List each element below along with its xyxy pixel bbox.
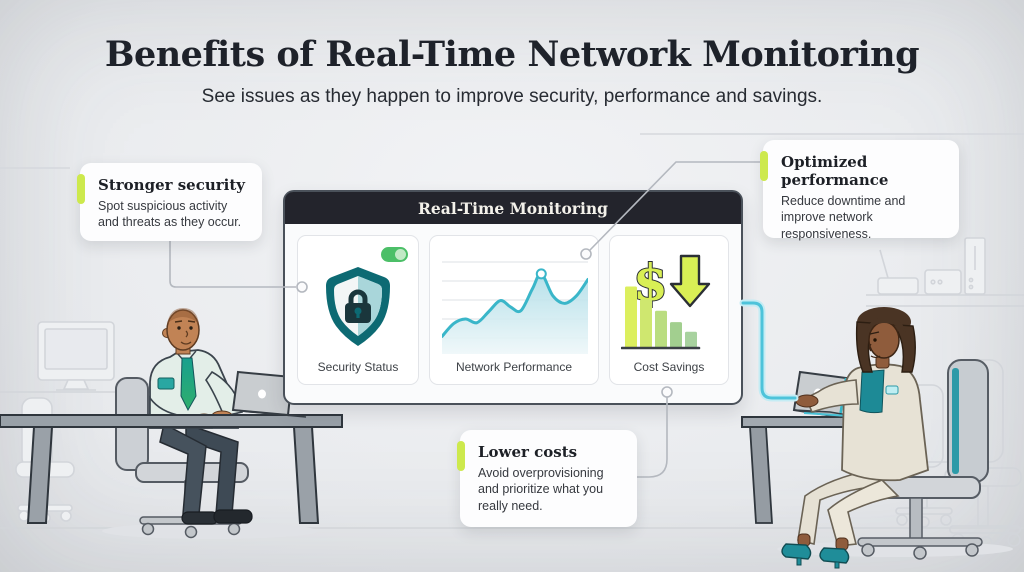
card-label-costs: Cost Savings [633, 360, 705, 374]
security-toggle[interactable] [381, 247, 408, 262]
card-cost-savings: $ Cost Savings [609, 235, 729, 385]
callout-title: Optimized performance [781, 153, 889, 189]
dollar-down-arrow-icon: $ [621, 248, 717, 360]
teal-heel [781, 543, 812, 560]
callout-stronger-security: Stronger security Spot suspicious activi… [77, 163, 262, 241]
callout-title: Lower costs [478, 443, 578, 461]
card-label-performance: Network Performance [455, 360, 573, 374]
background-network-devices [866, 237, 1024, 307]
chart-peak-marker [535, 268, 547, 280]
router-icon [877, 277, 919, 295]
accent-bar [457, 441, 465, 471]
shield-lock-icon [320, 264, 396, 350]
toggle-knob [395, 249, 406, 260]
callout-title: Stronger security [98, 176, 246, 194]
woman-illustration [781, 307, 929, 569]
jacket-badge [885, 385, 899, 395]
tie [180, 357, 197, 412]
teal-heel [819, 547, 850, 564]
callout-optimized-performance: Optimized performance Reduce downtime an… [760, 140, 959, 241]
page-subtitle: See issues as they happen to improve sec… [201, 86, 823, 107]
area-chart-icon [442, 250, 588, 356]
panel-title: Real-Time Monitoring [285, 192, 741, 224]
desk-left [0, 414, 343, 524]
page-title: Benefits of Real-Time Network Monitoring [104, 34, 920, 75]
card-network-performance: Network Performance [429, 235, 599, 385]
down-arrow-icon [669, 254, 711, 308]
accent-bar [77, 174, 85, 204]
shadow-left [102, 523, 318, 539]
laptop-left [231, 370, 307, 418]
cost-bars [625, 286, 697, 348]
modem-icon [924, 269, 962, 295]
monitoring-panel: Real-Time Monitoring [283, 190, 743, 405]
accent-bar [760, 151, 768, 181]
card-label-security: Security Status [317, 360, 399, 374]
shirt-badge [157, 377, 175, 390]
callout-lower-costs: Lower costs Avoid overprovisioning and p… [457, 430, 637, 527]
callout-body: Spot suspicious activity and threats as … [98, 199, 242, 230]
callout-body: Reduce downtime and improve network resp… [781, 194, 906, 241]
callout-body: Avoid overprovisioning and prioritize wh… [478, 466, 604, 513]
card-security-status: Security Status [297, 235, 419, 385]
